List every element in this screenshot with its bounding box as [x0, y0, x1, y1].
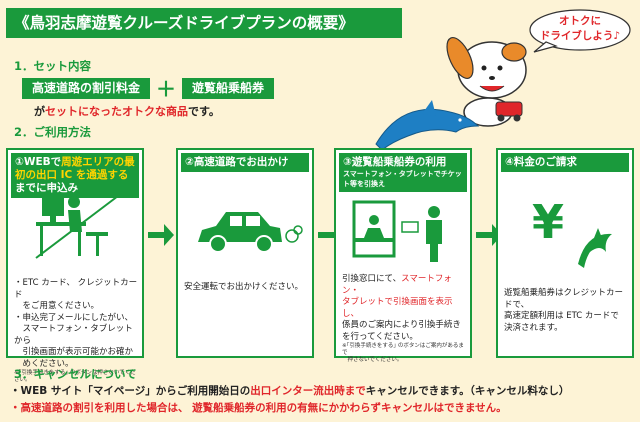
ticket-counter-icon [352, 200, 442, 262]
page-title: 《鳥羽志摩遊覧クルーズドライブプランの概要》 [6, 8, 402, 38]
step-4-heading: ④料金のご請求 [501, 153, 629, 172]
section-heading-set: 1．セット内容 [14, 59, 92, 73]
yen-dolphin-icon: ¥ [532, 195, 612, 268]
arrow-right-icon [148, 224, 174, 246]
step-2-heading: ②高速道路でお出かけ [181, 153, 309, 172]
cancel-rule-1: ・WEB サイト「マイページ」からご利用開始日の出口インター流出時までキャンセル… [10, 385, 570, 397]
step-card-1: ①WEBで周遊エリアの最初の出口 IC を通過するまでに申込み ・ETC カード… [6, 148, 144, 383]
arrow-right-icon [476, 224, 502, 246]
step-card-4: ④料金のご請求 ¥ 遊覧船乗船券はクレジットカードで、 高速定額利用は ETC … [496, 148, 634, 358]
step-card-2: ②高速道路でお出かけ 安全運転でお出かけください。 [176, 148, 314, 358]
car-icon [198, 212, 303, 253]
speech-bubble [529, 9, 631, 53]
svg-text:¥: ¥ [532, 195, 564, 249]
computer-user-icon [35, 195, 119, 259]
cruise-ticket-pill: 遊覧船乗船券 [182, 78, 275, 99]
step-4-body: 遊覧船乗船券はクレジットカードで、 高速定額利用は ETC カードで 決済されま… [504, 288, 624, 333]
step-1-heading: ①WEBで周遊エリアの最初の出口 IC を通過するまでに申込み [11, 153, 139, 198]
speech-bubble-text: オトクに ドライブしよう♪ [539, 15, 621, 42]
highway-discount-pill: 高速道路の割引料金 [22, 78, 151, 99]
dolphin-icon [375, 100, 480, 151]
step-2-body: 安全運転でお出かけください。 [184, 282, 304, 292]
step-card-3: ③遊覧船乗船券の利用 スマートフォン・タブレットでチケット等を引換え 引換窓口に… [334, 148, 472, 363]
cancel-rule-2: ・高速道路の割引を利用した場合は、 遊覧船乗船券の利用の有無にかかわらずキャンセ… [10, 402, 507, 414]
section-heading-usage: 2．ご利用方法 [14, 125, 92, 139]
step-3-body: 引換窓口にて、スマートフォン・ タブレットで引換画面を表示し、 係員のご案内によ… [342, 274, 464, 363]
section-heading-cancel: 3．キャンセルについて [14, 367, 137, 381]
set-contents: 高速道路の割引料金 ＋ 遊覧船乗船券 [22, 76, 275, 101]
step-1-body: ・ETC カード、 クレジットカード をご用意ください。 ・申込完了メールにした… [14, 278, 138, 383]
plus-sign: ＋ [156, 76, 177, 101]
set-description: がセットになったオトクな商品です。 [34, 105, 220, 118]
step-3-heading: ③遊覧船乗船券の利用 スマートフォン・タブレットでチケット等を引換え [339, 153, 467, 192]
dog-mascot-icon [446, 37, 527, 127]
